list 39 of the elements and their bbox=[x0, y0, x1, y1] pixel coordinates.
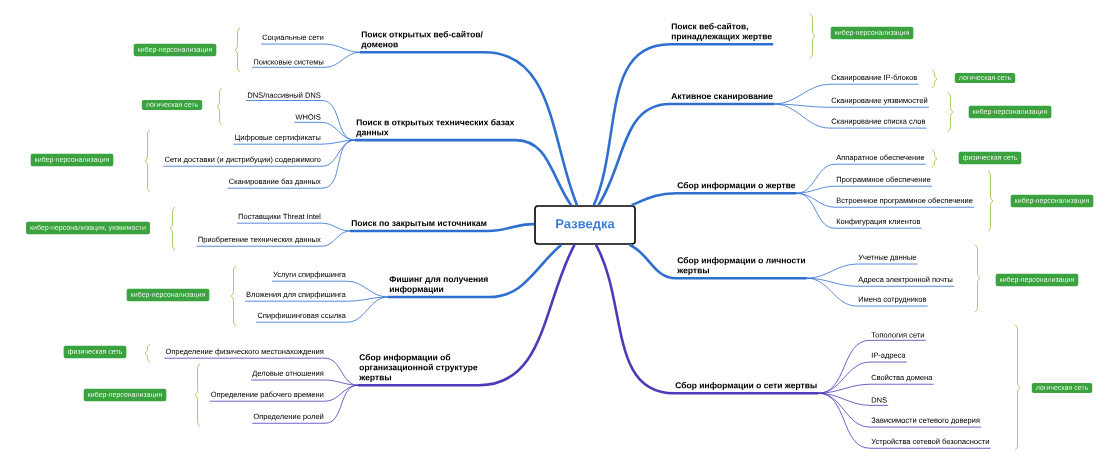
branch-line bbox=[293, 121, 356, 141]
topic-label: Поиск веб-сайтов, принадлежащих жертве bbox=[671, 22, 772, 42]
topic-label: Поиск в открытых технических базах данных bbox=[356, 119, 515, 137]
branch-line bbox=[594, 244, 819, 395]
central-topic-box: Разведка bbox=[534, 205, 636, 245]
branch-line bbox=[355, 138, 573, 206]
branch-line bbox=[163, 357, 359, 386]
topic-label: Сбор информации о сети жертвы bbox=[675, 382, 817, 390]
branch-line bbox=[628, 243, 807, 280]
branch-line bbox=[236, 222, 351, 232]
branch-line bbox=[251, 384, 359, 424]
topic-label: Поиск открытых веб-сайтов/ доменов bbox=[361, 31, 483, 49]
topic-label: Сбор информации о жертве bbox=[677, 182, 796, 190]
topic-label: Сбор информации об организационной структуре жертвы bbox=[359, 354, 478, 382]
branch-line bbox=[360, 50, 579, 206]
branch-line bbox=[592, 42, 774, 206]
branch-line bbox=[806, 263, 918, 279]
branch-line bbox=[196, 230, 351, 247]
branch-line bbox=[773, 103, 927, 129]
branch-line bbox=[260, 43, 361, 53]
branch-line bbox=[597, 102, 775, 206]
branch-line bbox=[358, 244, 576, 387]
branch-line bbox=[227, 139, 356, 189]
topic-label: Поиск по закрытым источникам bbox=[351, 220, 487, 228]
branch-line bbox=[388, 243, 563, 299]
branch-line bbox=[796, 192, 922, 229]
branch-line bbox=[244, 296, 389, 302]
branch-line bbox=[250, 379, 359, 386]
topic-label: Активное сканирование bbox=[671, 93, 773, 101]
branch-line bbox=[631, 191, 797, 207]
branch-line bbox=[251, 51, 361, 68]
branch-line bbox=[806, 277, 928, 307]
branch-line bbox=[350, 222, 535, 233]
branch-line bbox=[255, 296, 389, 323]
branch-line bbox=[817, 392, 992, 449]
branch-line bbox=[817, 383, 934, 394]
topic-label: Фишинг для получения информации bbox=[389, 276, 488, 294]
branch-line bbox=[796, 185, 933, 194]
topic-label: Сбор информации о личности жертвы bbox=[677, 257, 805, 275]
